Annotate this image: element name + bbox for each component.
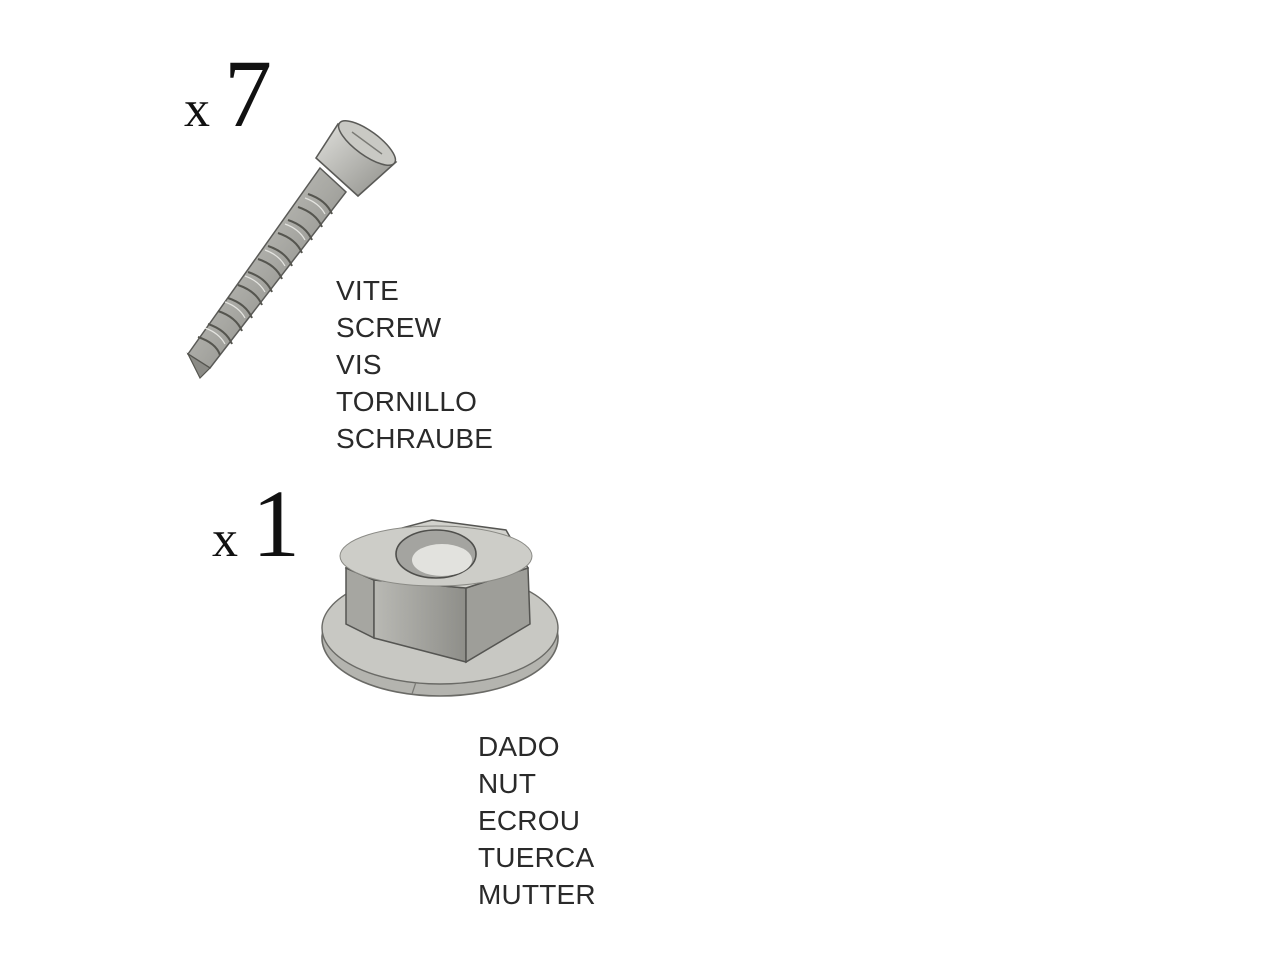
nut-label-de: MUTTER: [478, 879, 596, 910]
screw-label-fr: VIS: [336, 349, 382, 380]
nut-quantity-value: 1: [252, 470, 300, 577]
nut-label-en: NUT: [478, 768, 537, 799]
screw-label-de: SCHRAUBE: [336, 423, 494, 454]
nut-label-es: TUERCA: [478, 842, 595, 873]
nut-label-it: DADO: [478, 731, 560, 762]
nut-label-list: DADO NUT ECROU TUERCA MUTTER: [478, 728, 596, 913]
screw-label-en: SCREW: [336, 312, 442, 343]
screw-label-es: TORNILLO: [336, 386, 478, 417]
screw-label-it: VITE: [336, 275, 400, 306]
screw-label-list: VITE SCREW VIS TORNILLO SCHRAUBE: [336, 272, 493, 457]
nut-hex-body: [339, 519, 533, 664]
screw-shaft: [186, 166, 348, 380]
nut-label-fr: ECROU: [478, 805, 581, 836]
nut-quantity-prefix: x: [212, 511, 238, 568]
screw-icon: [186, 120, 398, 380]
flange-nut-icon: [321, 519, 559, 697]
screw-quantity-value: 7: [224, 40, 272, 147]
screw-head: [314, 120, 398, 198]
screw-quantity-prefix: x: [184, 81, 210, 138]
